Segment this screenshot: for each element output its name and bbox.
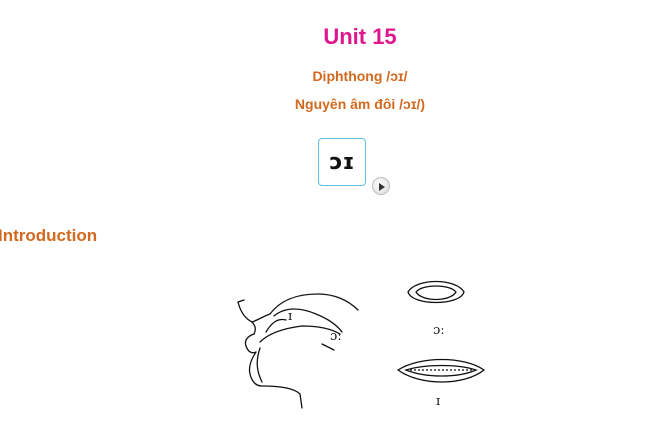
subtitle-english: Diphthong /ɔɪ/ xyxy=(312,68,408,84)
section-heading: Introduction xyxy=(0,226,98,245)
mouth-diagram xyxy=(237,293,359,409)
lips-label-spread: ɪ xyxy=(436,394,440,409)
rounded-lips-diagram xyxy=(407,280,465,304)
tongue-label-low: ɔː xyxy=(330,329,342,344)
play-audio-button[interactable] xyxy=(372,177,390,195)
articulation-illustration: ɪ ɔː ɔː ɪ xyxy=(237,280,486,409)
lips-label-rounded: ɔː xyxy=(433,323,445,338)
page-title: Unit 15 xyxy=(323,24,397,49)
phoneme-card[interactable]: ɔɪ xyxy=(318,138,366,186)
subtitle-vietnamese: Nguyên âm đôi /ɔɪ/) xyxy=(294,96,426,112)
phoneme-symbol: ɔɪ xyxy=(329,149,355,175)
tongue-label-high: ɪ xyxy=(288,309,292,324)
play-icon xyxy=(379,182,385,191)
spread-lips-diagram xyxy=(396,358,486,383)
